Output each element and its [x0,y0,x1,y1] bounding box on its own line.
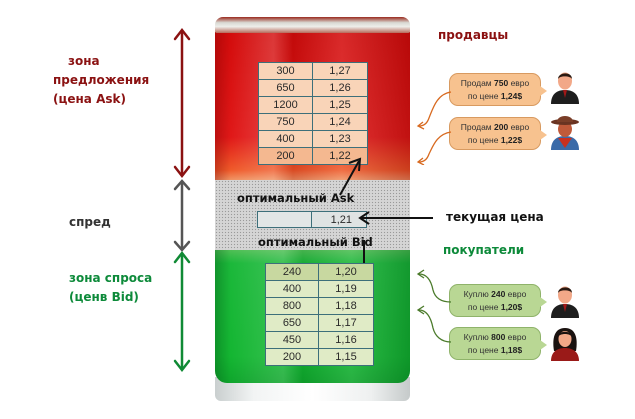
zone-arrows [173,27,191,373]
woman-avatar-icon [551,328,579,361]
ask-price: 1,23 [312,130,368,148]
demand-zone-label: зона спроса (ценв Bid) [69,269,152,307]
ask-qty: 200 [258,147,313,165]
offer-zone-label-2: предложения (цена Ask) [53,71,149,109]
ask-price: 1,25 [312,96,368,114]
seller-arrow-2-icon [418,131,452,163]
offer-zone-arrow-icon [173,27,191,179]
demand-zone-line-2: (ценв Bid) [69,290,139,304]
bid-qty: 800 [265,297,319,315]
ask-qty: 650 [258,79,313,97]
ask-qty: 300 [258,62,313,80]
bid-price: 1,20 [318,263,374,281]
optimal-ask-arrow-icon [339,157,362,196]
buyer-bubble-1: Куплю 240 евро по цене 1,20$ [449,284,547,317]
current-price-value: 1,21 [312,212,366,227]
buyer-arrow-2-icon [418,309,452,343]
bid-qty: 450 [265,331,319,349]
businessman-avatar-icon [551,72,579,104]
ask-price: 1,27 [312,62,368,80]
seller-curved-arrows [416,91,452,165]
ask-qty: 1200 [258,96,313,114]
current-price-arrow-icon [358,211,433,225]
bid-qty: 240 [265,263,319,281]
offer-zone-line-1: зона [68,54,100,68]
offer-zone-line-3: (цена Ask) [53,92,126,106]
buyers-title: покупатели [443,243,525,257]
current-price-box: 1,21 [257,211,367,228]
bid-qty: 200 [265,348,319,366]
seller-bubble-1: Продам 750 евро по цене 1,24$ [449,73,547,106]
ask-price: 1,26 [312,79,368,97]
offer-zone-line-2: предложения [53,73,150,87]
businessman-avatar-icon [551,286,579,318]
current-qty-cell [258,212,312,227]
demand-zone-arrow-icon [173,250,191,373]
bid-price: 1,17 [318,314,374,332]
buyer-curved-arrows [416,269,452,343]
seller-bubble-2: Продам 200 евро по цене 1,22$ [449,117,547,150]
demand-zone-line-1: зона спроса [69,271,153,285]
bid-price: 1,15 [318,348,374,366]
jar-rim [215,17,410,33]
current-price-label: текущая цена [446,210,544,224]
bid-price: 1,19 [318,280,374,298]
offer-zone-label: зона [68,52,100,71]
bid-qty: 650 [265,314,319,332]
bid-price: 1,16 [318,331,374,349]
bid-qty: 400 [265,280,319,298]
bid-price: 1,18 [318,297,374,315]
ask-qty: 750 [258,113,313,131]
spread-label: спред [69,215,111,229]
ask-price: 1,24 [312,113,368,131]
seller-arrow-1-icon [418,91,452,127]
cowboy-avatar-icon [551,116,579,150]
spread-arrow-icon [173,179,191,252]
buyer-bubble-2: Куплю 800 евро по цене 1,18$ [449,327,547,360]
ask-qty: 400 [258,130,313,148]
buyer-arrow-1-icon [418,273,452,303]
optimal-ask-label: оптимальный Ask [237,191,355,205]
optimal-bid-label: оптимальный Bid [258,235,373,249]
sellers-title: продавцы [438,28,509,42]
